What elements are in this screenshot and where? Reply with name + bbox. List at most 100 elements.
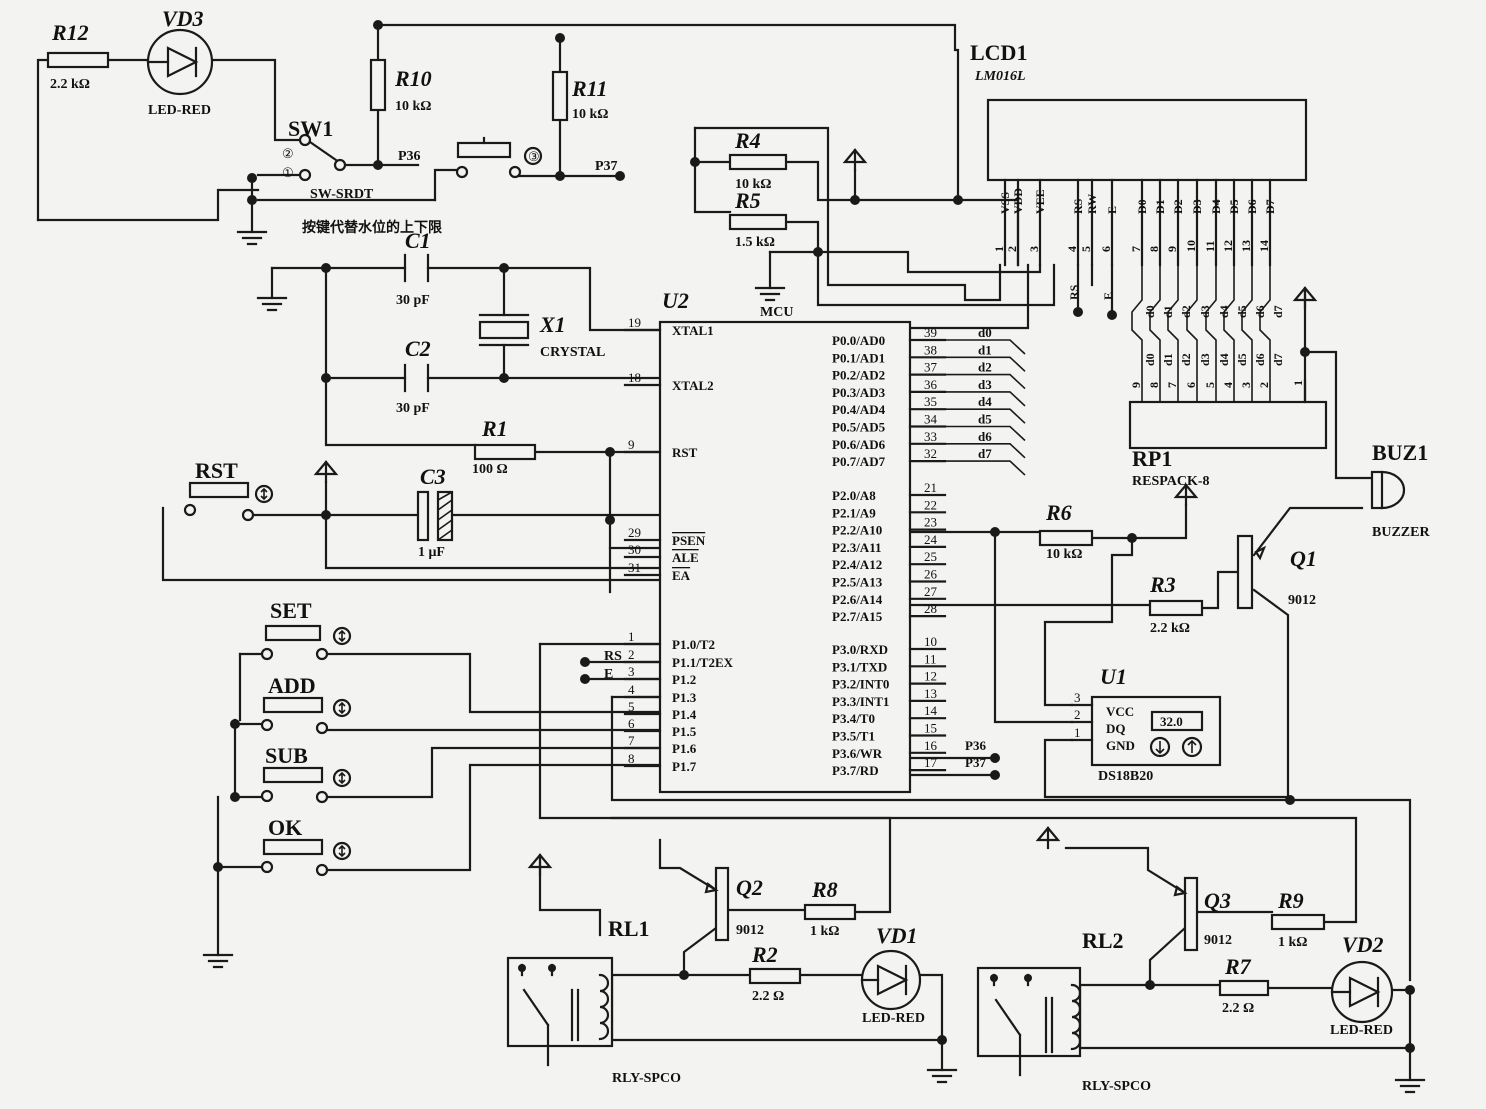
- u2-pin-num: 32: [924, 446, 937, 461]
- ground-icon: [202, 953, 234, 969]
- u1-value: DS18B20: [1098, 769, 1153, 784]
- lcd-data-bus-line: [1241, 265, 1253, 372]
- u2-pin-num: 19: [628, 315, 641, 330]
- pushbutton-sub[interactable]: SUB: [260, 743, 352, 804]
- rp1-pin-num: 8: [1147, 382, 1161, 388]
- r9-ref: R9: [1277, 888, 1304, 913]
- lcd1-pin-num: 8: [1147, 246, 1161, 252]
- x1-value: CRYSTAL: [540, 345, 605, 360]
- transistor-q1: Q1 9012: [1236, 534, 1317, 610]
- rp1-pin-num: 4: [1221, 382, 1235, 388]
- junction-dot: [1145, 980, 1155, 990]
- pushbutton-ok[interactable]: OK: [260, 815, 352, 877]
- rp1-value: RESPACK-8: [1132, 474, 1210, 489]
- temperature-display: [1150, 710, 1204, 732]
- lcd-data-bus-line: [1149, 265, 1161, 372]
- net-label-e: E: [604, 667, 613, 682]
- rp1-net-bottom: d5: [1235, 353, 1249, 366]
- u2-pin-name: P3.0/RXD: [832, 642, 888, 657]
- buz1-ref: BUZ1: [1372, 440, 1428, 465]
- u2-pin-name: P1.0/T2: [672, 637, 715, 652]
- pushbutton-rst[interactable]: RST: [183, 458, 274, 522]
- power-arrow-icon: [842, 148, 868, 172]
- rp1-com-num: 1: [1291, 380, 1305, 386]
- rl2-value: RLY-SPCO: [1082, 1079, 1151, 1094]
- junction-dot: [499, 373, 509, 383]
- junction-dot: [213, 862, 223, 872]
- pushbutton-top-mark: ③: [528, 149, 540, 164]
- u2-pin-num: 25: [924, 549, 937, 564]
- junction-dot: [499, 263, 509, 273]
- relay-rl1: RL1 RLY-SPCO: [506, 916, 681, 1086]
- u2-pin-num: 29: [628, 525, 641, 540]
- u2-pin-name: P1.3: [672, 690, 697, 705]
- led-vd2: VD2 LED-RED: [1330, 932, 1394, 1038]
- lcd1-ref: LCD1: [970, 40, 1027, 65]
- rp1-net-top: d3: [1198, 305, 1212, 318]
- power-symbols: [313, 148, 1318, 877]
- temp-down-button[interactable]: [1149, 736, 1171, 758]
- u2-pin-num: 24: [924, 532, 938, 547]
- net-label-p36: P36: [398, 149, 421, 164]
- u2-pin-num: 12: [924, 669, 937, 684]
- junction-dot: [690, 157, 700, 167]
- rp1-net-bottom: d6: [1253, 353, 1267, 366]
- power-arrow-icon: [1292, 286, 1318, 310]
- u2-pin-name: EA: [672, 568, 691, 583]
- lcd1-pin-num: 6: [1099, 246, 1113, 252]
- u2-pin-name: P2.5/A13: [832, 575, 883, 590]
- rp1-pin-num: 2: [1257, 382, 1271, 388]
- r11-value: 10 kΩ: [572, 107, 609, 122]
- r2-value: 2.2 Ω: [752, 989, 784, 1004]
- r2-ref: R2: [751, 942, 778, 967]
- rp1-net-bottom: d3: [1198, 353, 1212, 366]
- junction-dot: [1300, 347, 1310, 357]
- ground-symbols: [202, 230, 1426, 1094]
- u2-pin-num: 28: [924, 601, 937, 616]
- u2-pin-num: 7: [628, 733, 635, 748]
- u2-pin-num: 27: [924, 584, 938, 599]
- r11-ref: R11: [571, 76, 607, 101]
- rp1-net-top: d1: [1161, 305, 1175, 318]
- junction-dot: [1107, 310, 1117, 320]
- pushbutton-set[interactable]: SET: [260, 598, 352, 661]
- lcd1-pin-num: 12: [1221, 240, 1235, 252]
- junction-dot: [1127, 533, 1137, 543]
- sw1-pin2: ②: [282, 146, 294, 161]
- pushbutton-add[interactable]: ADD: [260, 673, 352, 735]
- vd2-ref: VD2: [1342, 932, 1384, 957]
- lcd1-pin-num: 5: [1079, 246, 1093, 252]
- rp1-net-bottom: d7: [1271, 353, 1285, 366]
- r6-ref: R6: [1045, 500, 1072, 525]
- c3-value: 1 μF: [418, 545, 445, 560]
- u2-bus-line: [945, 339, 1026, 355]
- lcd1-value: LM016L: [974, 69, 1026, 84]
- junction-dot: [321, 373, 331, 383]
- u2-pin-name: P0.6/AD6: [832, 437, 886, 452]
- vd2-value: LED-RED: [1330, 1023, 1393, 1038]
- u2-pin-name: P0.3/AD3: [832, 385, 886, 400]
- u2-pin-name: P1.7: [672, 759, 697, 774]
- r8-value: 1 kΩ: [810, 924, 840, 939]
- ground-icon: [1394, 1078, 1426, 1094]
- rp1-net-top: d2: [1179, 305, 1193, 318]
- u2-pin-num: 8: [628, 751, 635, 766]
- junction-dot: [605, 447, 615, 457]
- rst-ref: RST: [195, 458, 238, 483]
- lcd1-pin-name: D1: [1153, 199, 1167, 214]
- lcd1-pin-name: RS: [1071, 198, 1085, 214]
- temp-up-button[interactable]: [1181, 736, 1203, 758]
- u2-pin-name: P1.1/T2EX: [672, 655, 734, 670]
- capacitor-c1: C1 30 pF: [396, 228, 431, 308]
- capacitor-c3: C3 1 μF: [416, 464, 454, 560]
- u2-pin-name: P0.5/AD5: [832, 420, 886, 435]
- u2-pin-name: P3.4/T0: [832, 711, 875, 726]
- u2-pin-num: 10: [924, 634, 937, 649]
- junction-dot: [990, 770, 1000, 780]
- u2-pin-name: P3.3/INT1: [832, 694, 889, 709]
- junction-dot: [555, 33, 565, 43]
- c2-value: 30 pF: [396, 401, 430, 416]
- u1-pin-name: VCC: [1106, 704, 1134, 719]
- u2-pin-num: 17: [924, 755, 938, 770]
- rl1-ref: RL1: [608, 916, 650, 941]
